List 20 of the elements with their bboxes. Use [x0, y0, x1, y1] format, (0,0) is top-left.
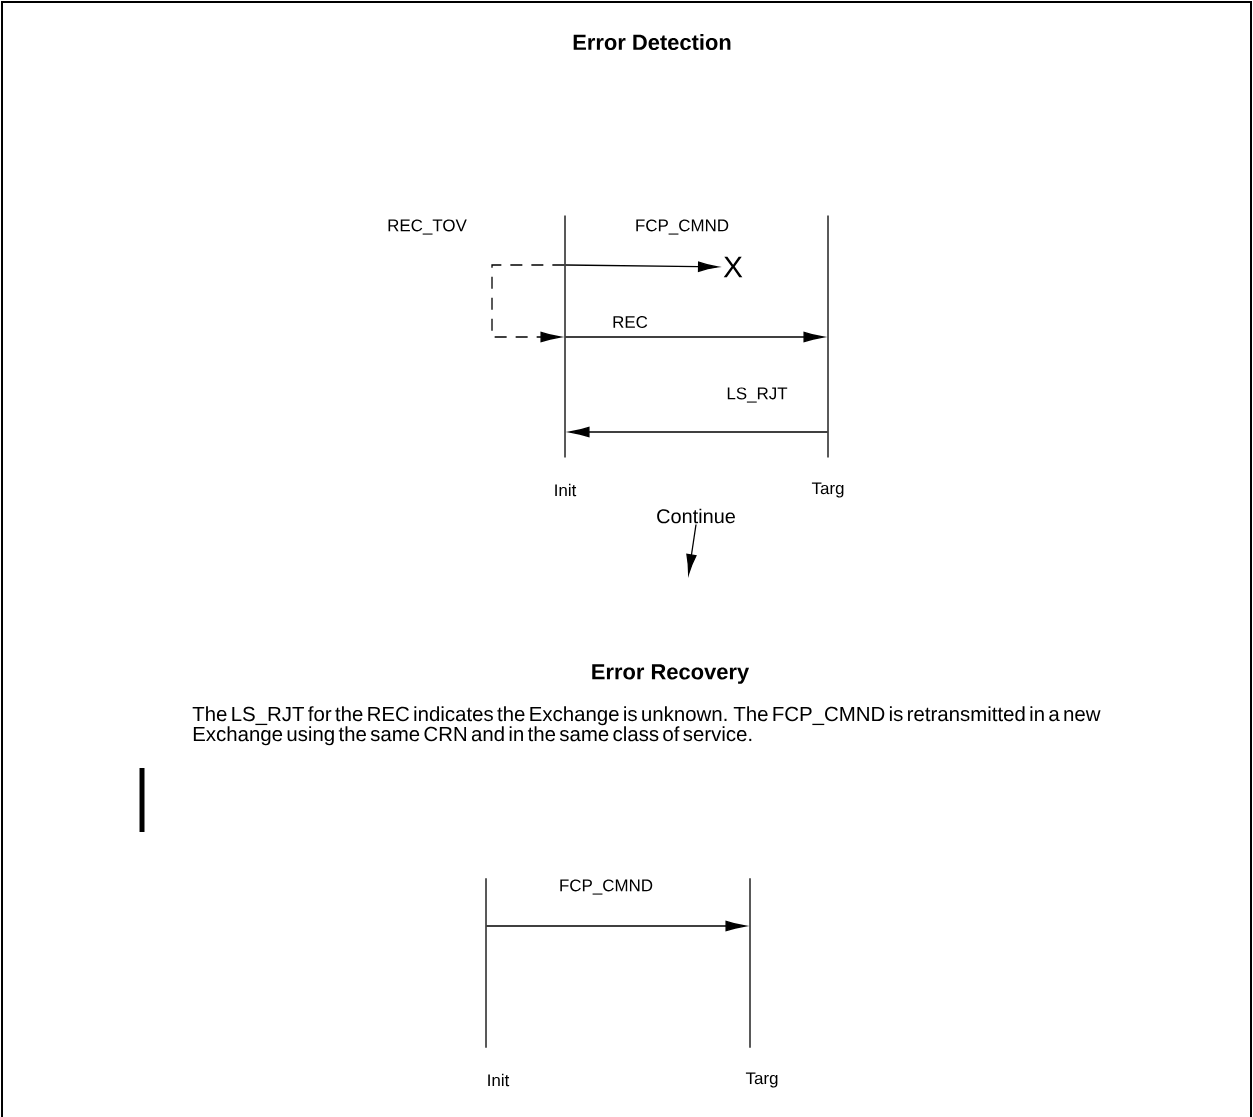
note-text: Continue: [657, 508, 735, 524]
arrow: [686, 523, 697, 575]
arrow: [491, 264, 565, 343]
lost-mark: X: [723, 256, 743, 278]
arrow: [569, 426, 828, 438]
arrow: [565, 331, 824, 343]
lifeline: Targ: [811, 214, 844, 498]
edge-label: LS_RJT: [727, 387, 788, 403]
lifeline: Targ: [745, 877, 778, 1088]
title: Error Detection: [573, 33, 731, 51]
arrow: [486, 920, 746, 932]
edge-label: FCP_CMND: [636, 219, 729, 235]
edge-label: REC_TOV: [388, 219, 467, 235]
edge-label: FCP_CMND: [560, 879, 653, 895]
heading: Error Recovery: [592, 664, 750, 684]
edge-label: REC: [613, 316, 648, 328]
lifeline: Init: [485, 877, 510, 1087]
lifeline: Init: [555, 214, 577, 497]
arrow: [565, 261, 719, 272]
paragraph: The LS_RJT for the REC indicates the Exchange is unknown. The FCP_CMND is retransmitted in a new Exchange using the same CRN and in the same class of service.: [192, 706, 1101, 746]
